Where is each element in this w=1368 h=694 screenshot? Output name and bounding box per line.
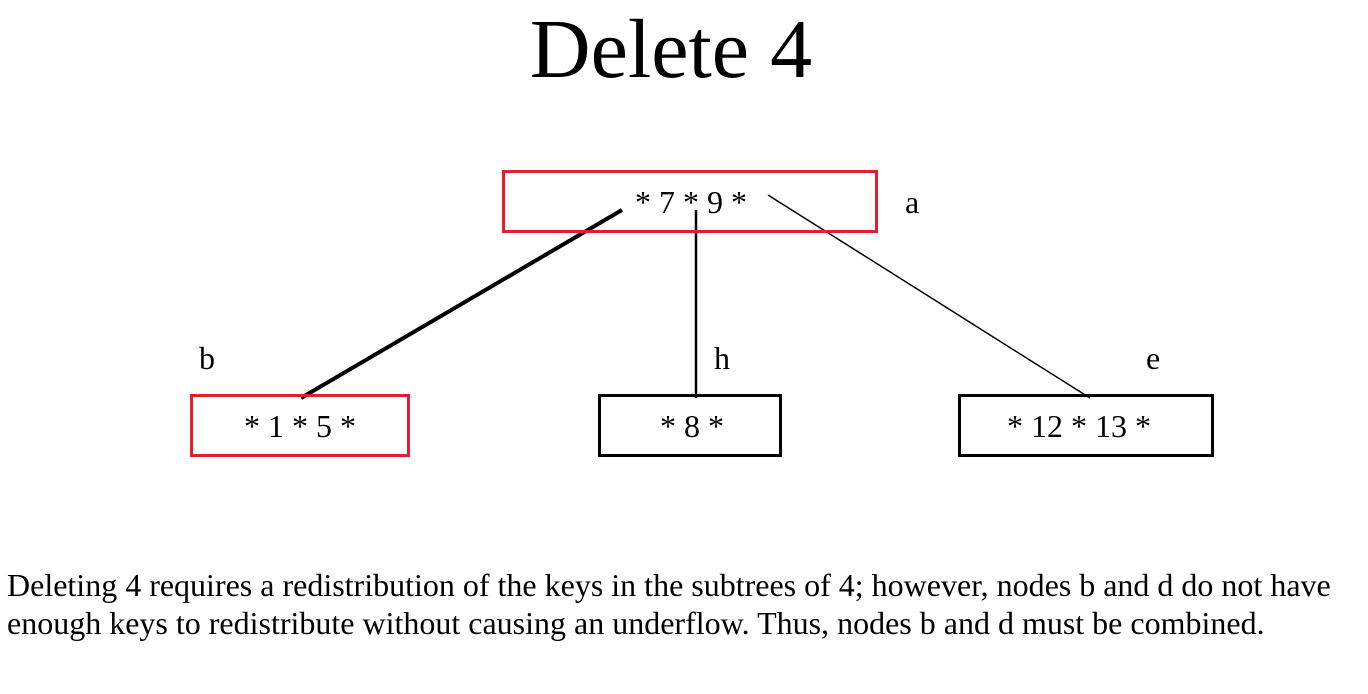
node-b-keys: * 1 * 5 *	[244, 408, 356, 444]
node-h-keys: * 8 *	[660, 408, 724, 444]
edge-a-to-b	[299, 208, 624, 400]
node-a: * 7 * 9 *	[502, 170, 878, 233]
node-h-label: h	[714, 340, 730, 376]
node-e-keys: * 12 * 13 *	[1007, 408, 1151, 444]
node-a-keys: * 7 * 9 *	[635, 184, 747, 220]
slide-title: Delete 4	[529, 3, 813, 96]
node-b-label: b	[199, 340, 215, 376]
node-a-label: a	[905, 184, 920, 220]
node-e-label: e	[1146, 340, 1161, 376]
edge-a-to-e	[767, 194, 1091, 399]
description-text: Deleting 4 requires a redistribution of …	[7, 567, 1331, 641]
node-e: * 12 * 13 *	[958, 394, 1214, 457]
node-h: * 8 *	[598, 394, 782, 457]
node-b: * 1 * 5 *	[190, 394, 410, 457]
